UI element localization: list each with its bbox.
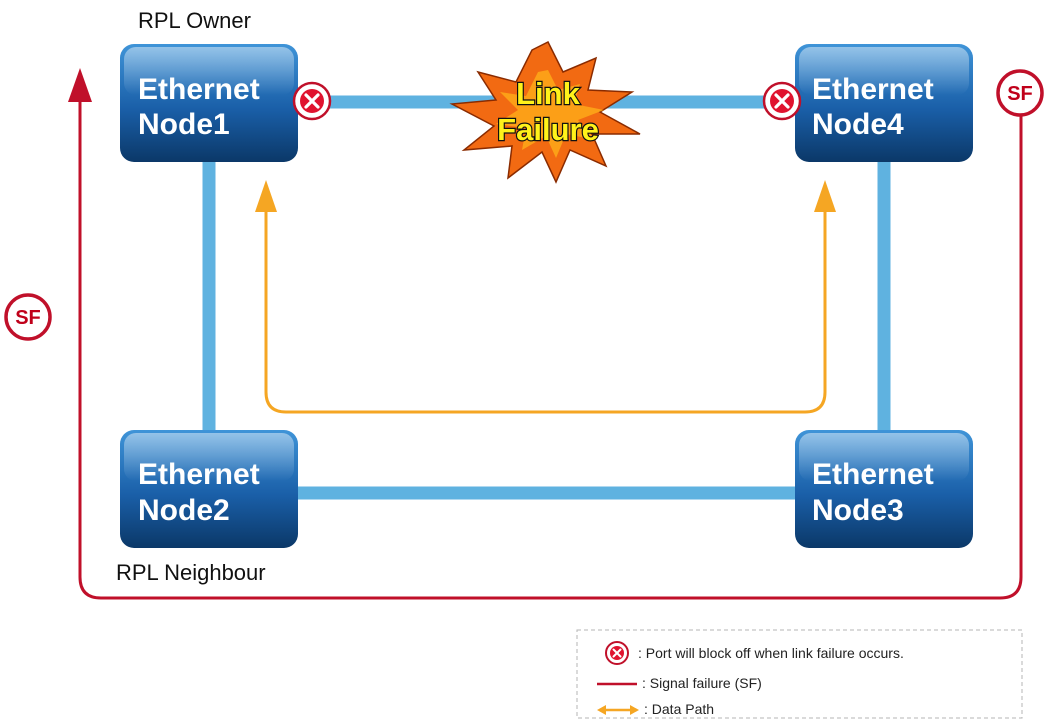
node4-line2: Node4 [812, 108, 904, 141]
data-path-arrowhead-left [255, 180, 277, 212]
legend-data-path-arrow-icon [597, 705, 639, 715]
data-path [255, 180, 836, 414]
rpl-owner-label: RPL Owner [138, 8, 251, 33]
sf-badge-left-text: SF [15, 307, 41, 329]
sf-badge-left-icon: SF [4, 293, 52, 341]
blocked-port-node4-x-circle-icon [762, 81, 802, 121]
ethernet-node4: Ethernet Node4 [795, 44, 973, 162]
link-failure-explosion-icon: Link Failure [449, 40, 641, 184]
node2-line2: Node2 [138, 494, 230, 527]
failure-line1: Link [516, 76, 580, 111]
signal-failure-path [68, 68, 1023, 600]
ethernet-node1: Ethernet Node1 [120, 44, 298, 162]
legend: : Port will block off when link failure … [576, 629, 1023, 719]
ethernet-node3: Ethernet Node3 [795, 430, 973, 548]
legend-data-path-text: : Data Path [644, 701, 714, 717]
node3-line2: Node3 [812, 494, 904, 527]
sf-badge-right-text: SF [1007, 83, 1033, 105]
ethernet-node2: Ethernet Node2 [120, 430, 298, 548]
node3-line1: Ethernet [812, 458, 934, 491]
node4-line1: Ethernet [812, 73, 934, 106]
data-path-arrowhead-right [814, 180, 836, 212]
signal-failure-arrowhead [68, 68, 92, 102]
node1-line2: Node1 [138, 108, 230, 141]
blocked-port-node1-x-circle-icon [292, 81, 332, 121]
node1-line1: Ethernet [138, 73, 260, 106]
rpl-neighbour-label: RPL Neighbour [116, 560, 266, 585]
failure-line2: Failure [497, 112, 599, 147]
node2-line1: Ethernet [138, 458, 260, 491]
legend-x-circle-icon [605, 641, 629, 665]
sf-badge-right-icon: SF [996, 69, 1044, 117]
legend-signal-failure-text: : Signal failure (SF) [642, 675, 762, 691]
legend-blocked-port-text: : Port will block off when link failure … [638, 645, 904, 661]
